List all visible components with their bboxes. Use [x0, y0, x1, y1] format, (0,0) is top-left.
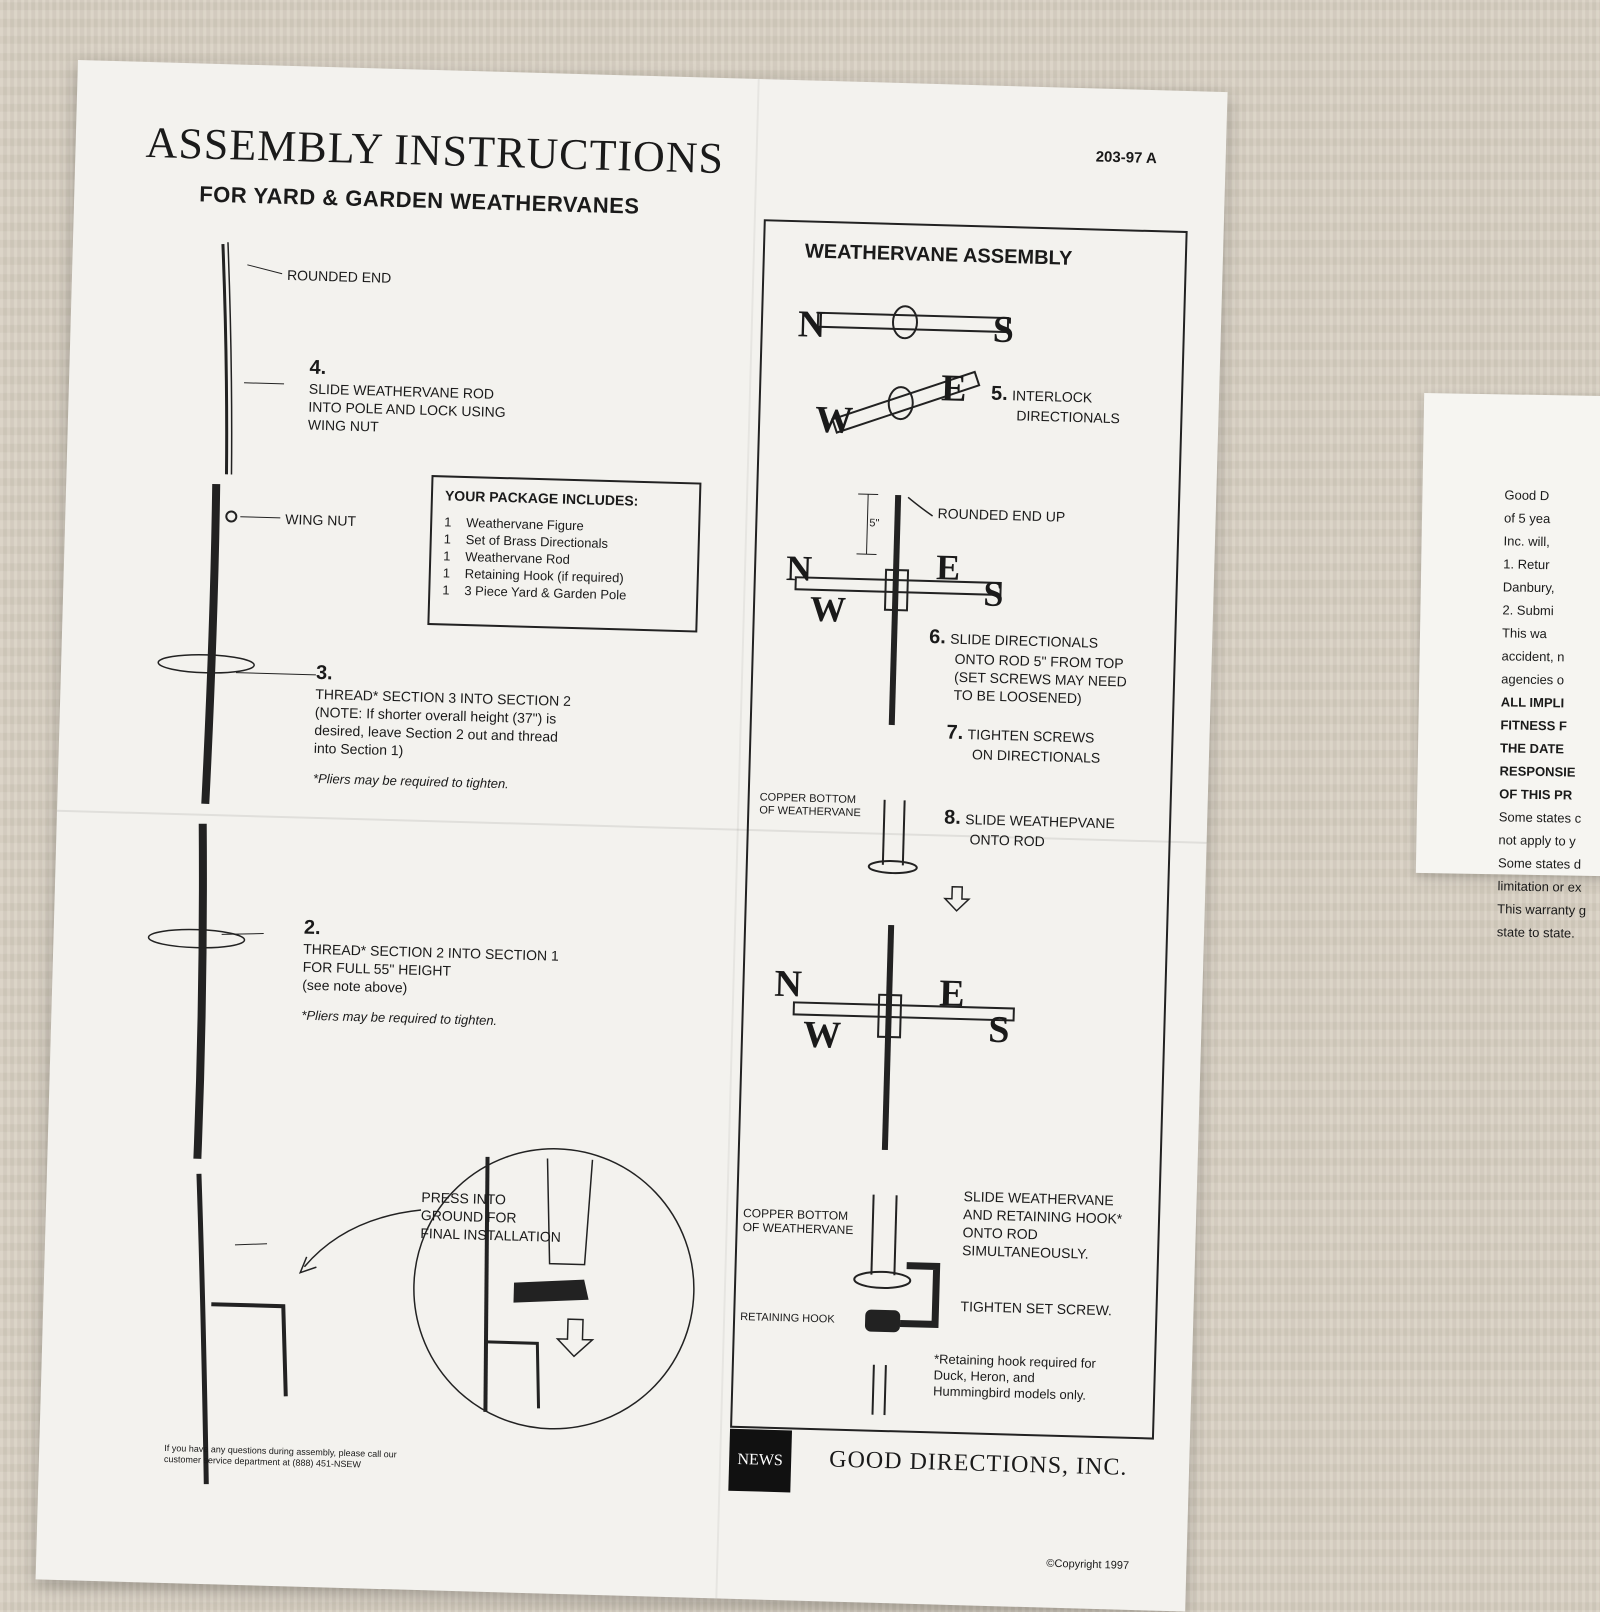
step-6: 6. SLIDE DIRECTIONALS ONTO ROD 5" FROM T…: [927, 626, 1128, 709]
letter-e-2: E: [935, 547, 961, 588]
hook-note: *Retaining hook required for Duck, Heron…: [933, 1351, 1096, 1404]
letter-n-2: N: [785, 547, 813, 589]
weathervane-assembly-panel: WEATHERVANE ASSEMBLY: [730, 219, 1188, 1440]
pole-illustration: [147, 242, 695, 1485]
label-rounded-end-up: ROUNDED END UP: [937, 505, 1066, 525]
warranty-tail-line: not apply to y: [1498, 832, 1576, 849]
package-item-qty: 1: [442, 565, 451, 581]
package-item-qty: 1: [442, 582, 450, 598]
step-8-line: SLIDE WEATHEPVANE: [965, 811, 1116, 832]
warranty-line: accident, n: [1501, 648, 1565, 665]
warranty-tail-line: state to state.: [1496, 924, 1575, 941]
instruction-sheet: ASSEMBLY INSTRUCTIONS FOR YARD & GARDEN …: [35, 60, 1228, 1612]
warranty-bold-line: RESPONSIE: [1499, 763, 1576, 780]
label-rounded-end: ROUNDED END: [286, 266, 392, 286]
warranty-tail-line: This warranty g: [1497, 901, 1587, 918]
package-item-qty: 1: [443, 531, 452, 547]
step-6-number: 6.: [928, 625, 947, 649]
step-7-number: 7.: [946, 721, 964, 744]
step-2: 2. THREAD* SECTION 2 INTO SECTION 1 FOR …: [301, 917, 560, 1030]
press-into-ground-text: PRESS INTO GROUND FOR FINAL INSTALLATION: [420, 1188, 562, 1246]
package-item-qty: 1: [443, 548, 451, 564]
label-wing-nut: WING NUT: [285, 510, 357, 529]
package-item-name: Weathervane Rod: [465, 549, 571, 567]
step-5-line: INTERLOCK: [1011, 387, 1093, 406]
step-5-line: DIRECTIONALS: [1016, 407, 1121, 427]
package-item-name: 3 Piece Yard & Garden Pole: [464, 582, 627, 603]
step-8-number: 8.: [943, 806, 962, 829]
assembly-illustration: [792, 305, 1015, 1416]
warranty-tail-line: Some states d: [1497, 855, 1582, 872]
warranty-line: Inc. will,: [1503, 533, 1550, 550]
step-5: 5. INTERLOCK DIRECTIONALS: [990, 383, 1121, 428]
slide-hook-text: SLIDE WEATHERVANE AND RETAINING HOOK* ON…: [962, 1187, 1123, 1263]
letter-s-1: S: [992, 308, 1015, 352]
warranty-bold-line: OF THIS PR: [1499, 786, 1573, 803]
step-3: 3. THREAD* SECTION 3 INTO SECTION 2 (NOT…: [313, 662, 572, 793]
warranty-tail-line: Some states c: [1498, 809, 1582, 826]
warranty-line: agencies o: [1501, 671, 1565, 688]
letter-w-3: W: [802, 1013, 842, 1057]
warranty-line: 2. Submi: [1502, 602, 1554, 619]
step-7-line: TIGHTEN SCREWS: [967, 726, 1095, 746]
step-7: 7. TIGHTEN SCREWS ON DIRECTIONALS: [946, 722, 1101, 767]
letter-s-3: S: [987, 1008, 1010, 1052]
letter-n-1: N: [797, 303, 826, 346]
step-4: 4. SLIDE WEATHERVANE ROD INTO POLE AND L…: [308, 357, 507, 439]
copper-bottom-line: OF WEATHERVANE: [759, 804, 861, 820]
package-title: YOUR PACKAGE INCLUDES:: [444, 487, 639, 509]
warranty-bold-line: ALL IMPLI: [1500, 694, 1565, 711]
letter-n-3: N: [773, 962, 803, 1006]
warranty-line: of 5 yea: [1503, 510, 1551, 527]
warranty-line: Good D: [1504, 487, 1550, 504]
warranty-bold-line: FITNESS F: [1500, 717, 1568, 734]
warranty-line: 1. Retur: [1503, 556, 1550, 573]
company-logo: NEWS: [728, 1428, 793, 1493]
letter-s-2: S: [982, 573, 1005, 615]
copper-bottom-label-2: COPPER BOTTOM OF WEATHERVANE: [742, 1206, 853, 1237]
letter-w-2: W: [809, 588, 847, 630]
label-five-inch: 5": [869, 517, 880, 530]
letter-w-1: W: [814, 398, 854, 442]
warranty-line: Danbury,: [1502, 579, 1555, 596]
step-6-line: SLIDE DIRECTIONALS: [950, 630, 1099, 651]
step-7-line: ON DIRECTIONALS: [971, 746, 1101, 766]
copper-bottom-label: COPPER BOTTOM OF WEATHERVANE: [759, 791, 861, 820]
letter-e-3: E: [938, 972, 966, 1016]
package-item-qty: 1: [444, 514, 452, 530]
copyright: ©Copyright 1997: [1046, 1557, 1130, 1572]
warranty-tail-line: limitation or ex: [1497, 878, 1582, 895]
letter-e-1: E: [940, 367, 968, 410]
step-5-number: 5.: [990, 382, 1009, 406]
warranty-card: Good D of 5 yea Inc. will, 1. Retur Danb…: [1415, 392, 1600, 941]
step-8: 8. SLIDE WEATHEPVANE ONTO ROD: [943, 806, 1115, 852]
warranty-line: This wa: [1501, 625, 1547, 642]
warranty-bold-line: THE DATE: [1499, 740, 1565, 757]
